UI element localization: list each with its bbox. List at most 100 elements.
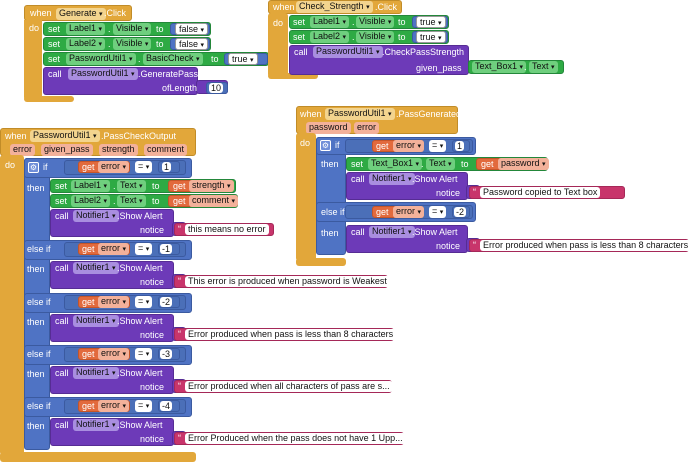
quote-icon: “ bbox=[473, 240, 476, 250]
equals-operator-dropdown[interactable]: = ▾ bbox=[135, 348, 153, 360]
showalert-method-label: .Show Alert bbox=[412, 174, 458, 184]
generatepass-method-label: .GeneratePass bbox=[138, 69, 199, 79]
label1-component-dropdown[interactable]: Label1 ▾ bbox=[310, 16, 350, 28]
notifier-component-dropdown[interactable]: Notifier1 ▾ bbox=[73, 210, 119, 222]
set-label: set bbox=[48, 54, 61, 64]
get-comment-dropdown[interactable]: comment ▾ bbox=[189, 195, 239, 207]
passwordutil-component-dropdown[interactable]: PasswordUtil1 ▾ bbox=[313, 46, 383, 58]
passwordutil-component-dropdown[interactable]: PasswordUtil1 ▾ bbox=[325, 108, 395, 120]
condition-value-1[interactable]: 1 bbox=[162, 162, 172, 172]
param-password[interactable]: password bbox=[306, 122, 351, 134]
elseif-label: else if bbox=[321, 207, 345, 217]
passwordutil-component-dropdown[interactable]: PasswordUtil1 ▾ bbox=[66, 53, 136, 65]
text-property-dropdown[interactable]: Text ▾ bbox=[117, 195, 146, 207]
to-label: to bbox=[152, 196, 160, 206]
notifier-component-dropdown[interactable]: Notifier1 ▾ bbox=[73, 419, 119, 431]
equals-operator-dropdown[interactable]: = ▾ bbox=[135, 161, 153, 173]
true-value-dropdown[interactable]: true ▾ bbox=[416, 16, 446, 28]
equals-operator-dropdown[interactable]: = ▾ bbox=[135, 400, 153, 412]
call-label: call bbox=[55, 263, 69, 273]
notice-text-field[interactable]: Password copied to Text box bbox=[480, 187, 601, 198]
true-value-dropdown[interactable]: true ▾ bbox=[228, 53, 258, 65]
condition-value-minus2[interactable]: -2 bbox=[454, 207, 467, 217]
to-label: to bbox=[211, 54, 219, 64]
do-label: do bbox=[273, 18, 284, 28]
param-comment[interactable]: comment bbox=[144, 144, 188, 156]
false-value-dropdown[interactable]: false ▾ bbox=[175, 38, 209, 50]
basiccheck-property-dropdown[interactable]: BasicCheck ▾ bbox=[143, 53, 203, 65]
get-error-dropdown[interactable]: error ▾ bbox=[393, 140, 425, 152]
param-givenpass[interactable]: given_pass bbox=[41, 144, 93, 156]
text-property-dropdown[interactable]: Text ▾ bbox=[529, 61, 558, 73]
visible-property-dropdown[interactable]: Visible ▾ bbox=[356, 31, 395, 43]
generate-component-dropdown[interactable]: Generate ▾ bbox=[56, 8, 106, 20]
param-error[interactable]: error bbox=[354, 122, 380, 134]
textbox-component-dropdown[interactable]: Text_Box1 ▾ bbox=[368, 158, 423, 170]
notifier-component-dropdown[interactable]: Notifier1 ▾ bbox=[73, 367, 119, 379]
true-value-dropdown[interactable]: true ▾ bbox=[416, 31, 446, 43]
get-error-dropdown[interactable]: error ▾ bbox=[98, 348, 130, 360]
elseif-label: else if bbox=[27, 297, 51, 307]
param-error[interactable]: error bbox=[10, 144, 36, 156]
passwordutil-component-dropdown[interactable]: PasswordUtil1 ▾ bbox=[68, 68, 138, 80]
get-label: get bbox=[82, 401, 95, 411]
oflength-number-field[interactable]: 10 bbox=[209, 83, 224, 93]
label2-component-dropdown[interactable]: Label2 ▾ bbox=[66, 38, 106, 50]
gear-icon[interactable]: ⚙ bbox=[28, 162, 39, 173]
notice-text-field[interactable]: Error produced when pass is less than 8 … bbox=[185, 329, 397, 340]
when-label: when bbox=[300, 109, 322, 119]
label1-component-dropdown[interactable]: Label1 ▾ bbox=[66, 23, 106, 35]
when-label: when bbox=[30, 8, 52, 18]
get-label: get bbox=[173, 196, 186, 206]
label1-component-dropdown[interactable]: Label1 ▾ bbox=[71, 180, 111, 192]
condition-value-1[interactable]: 1 bbox=[455, 141, 465, 151]
param-strength[interactable]: strength bbox=[99, 144, 138, 156]
get-error-dropdown[interactable]: error ▾ bbox=[98, 243, 130, 255]
condition-value-minus1[interactable]: -1 bbox=[160, 244, 173, 254]
get-strength-dropdown[interactable]: strength ▾ bbox=[189, 180, 234, 192]
get-error-dropdown[interactable]: error ▾ bbox=[98, 161, 130, 173]
visible-property-dropdown[interactable]: Visible ▾ bbox=[113, 38, 152, 50]
condition-value-minus2[interactable]: -2 bbox=[160, 297, 173, 307]
get-error-dropdown[interactable]: error ▾ bbox=[98, 296, 130, 308]
gear-icon[interactable]: ⚙ bbox=[320, 140, 331, 151]
get-error-dropdown[interactable]: error ▾ bbox=[98, 400, 130, 412]
label2-component-dropdown[interactable]: Label2 ▾ bbox=[310, 31, 350, 43]
visible-property-dropdown[interactable]: Visible ▾ bbox=[356, 16, 395, 28]
text-property-dropdown[interactable]: Text ▾ bbox=[426, 158, 455, 170]
get-error-dropdown[interactable]: error ▾ bbox=[393, 206, 425, 218]
equals-operator-dropdown[interactable]: = ▾ bbox=[135, 243, 153, 255]
condition-value-minus4[interactable]: -4 bbox=[160, 401, 173, 411]
dot-sep: . bbox=[113, 196, 116, 206]
equals-operator-dropdown[interactable]: = ▾ bbox=[429, 140, 447, 152]
notice-text-field[interactable]: Error Produced when the pass does not ha… bbox=[185, 433, 406, 444]
do-label: do bbox=[5, 160, 16, 170]
notice-text-field[interactable]: this means no error bbox=[185, 224, 269, 235]
get-password-dropdown[interactable]: password ▾ bbox=[498, 158, 549, 170]
when-label: when bbox=[273, 2, 295, 12]
label2-component-dropdown[interactable]: Label2 ▾ bbox=[71, 195, 111, 207]
notice-param-label: notice bbox=[140, 382, 165, 392]
equals-operator-dropdown[interactable]: = ▾ bbox=[429, 206, 447, 218]
equals-operator-dropdown[interactable]: = ▾ bbox=[135, 296, 153, 308]
notice-text-field[interactable]: Error produced when pass is less than 8 … bbox=[480, 240, 690, 251]
notifier-component-dropdown[interactable]: Notifier1 ▾ bbox=[73, 315, 119, 327]
passwordutil-component-dropdown[interactable]: PasswordUtil1 ▾ bbox=[30, 130, 100, 142]
textbox-component-dropdown[interactable]: Text_Box1 ▾ bbox=[472, 61, 527, 73]
visible-property-dropdown[interactable]: Visible ▾ bbox=[113, 23, 152, 35]
notifier-component-dropdown[interactable]: Notifier1 ▾ bbox=[369, 173, 415, 185]
showalert-method-label: .Show Alert bbox=[117, 420, 163, 430]
text-property-dropdown[interactable]: Text ▾ bbox=[117, 180, 146, 192]
false-value-dropdown[interactable]: false ▾ bbox=[175, 23, 209, 35]
event-label: .PassGenerated bbox=[396, 109, 462, 119]
get-label: get bbox=[376, 141, 389, 151]
notifier-component-dropdown[interactable]: Notifier1 ▾ bbox=[73, 262, 119, 274]
notice-text-field[interactable]: Error produced when all characters of pa… bbox=[185, 381, 393, 392]
notifier-component-dropdown[interactable]: Notifier1 ▾ bbox=[369, 226, 415, 238]
notice-text-field[interactable]: This error is produced when password is … bbox=[185, 276, 390, 287]
then-label: then bbox=[27, 369, 45, 379]
checkstrength-component-dropdown[interactable]: Check_Strength ▾ bbox=[296, 1, 373, 13]
condition-value-minus3[interactable]: -3 bbox=[160, 349, 173, 359]
call-label: call bbox=[351, 227, 365, 237]
quote-icon: “ bbox=[178, 329, 181, 339]
